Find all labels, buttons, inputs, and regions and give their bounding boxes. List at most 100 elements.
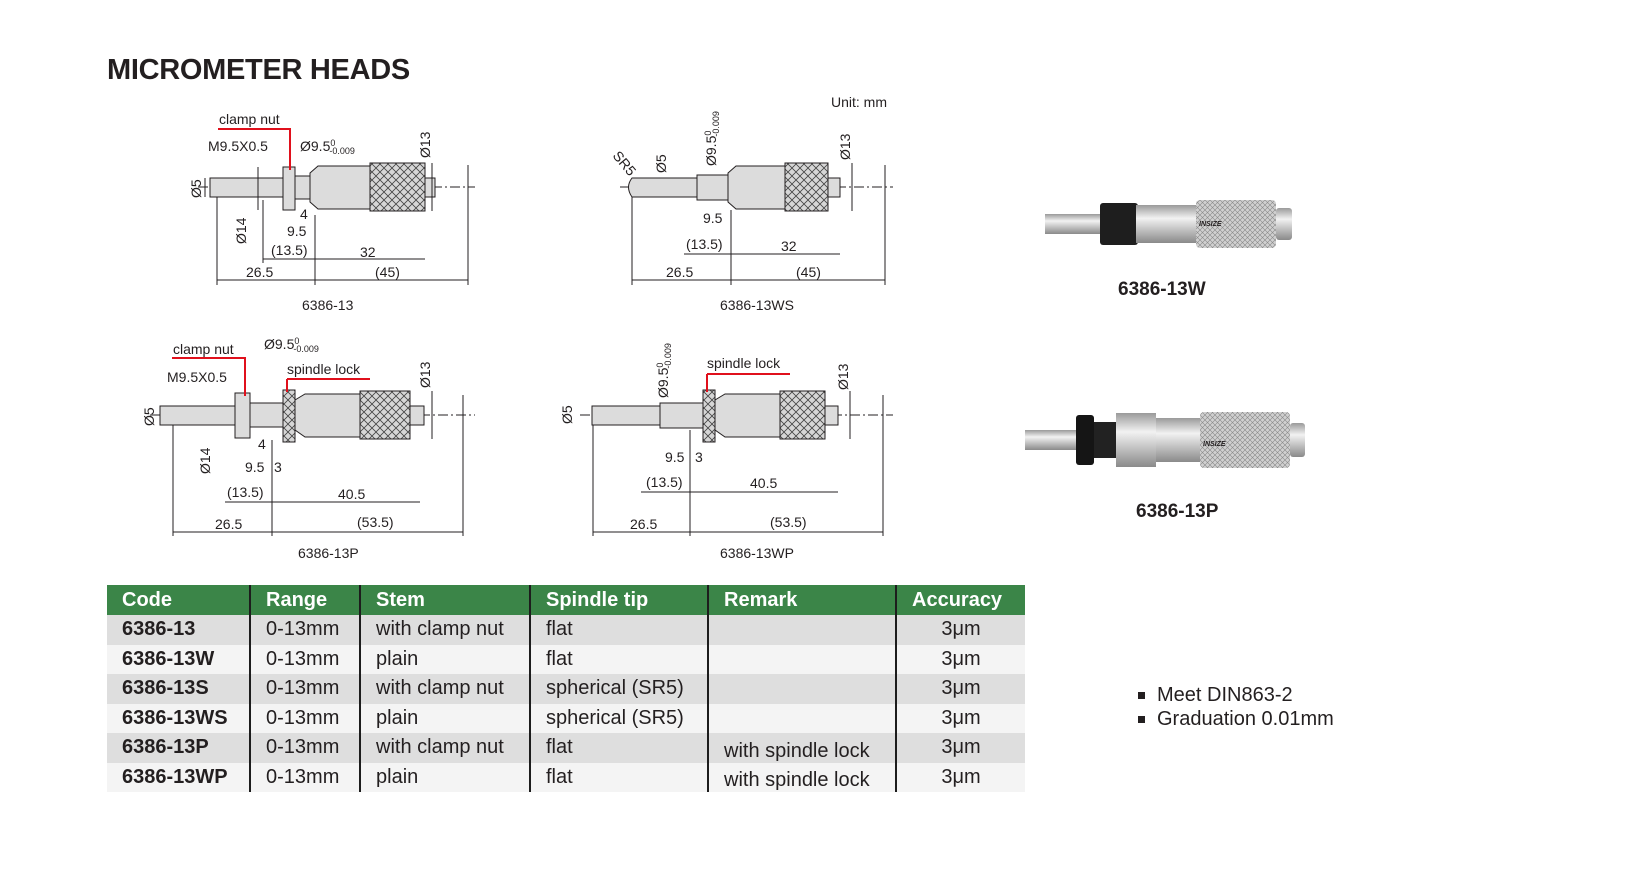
cell-spindle-tip: flat — [529, 762, 708, 792]
cell-spindle-tip: flat — [529, 615, 708, 645]
dim-9-5: 9.5 — [703, 210, 723, 226]
dim-45: (45) — [375, 264, 400, 280]
specs-table: Code Range Stem Spindle tip Remark Accur… — [107, 585, 1025, 792]
cell-remark — [707, 703, 896, 733]
callout-clamp-nut: clamp nut — [219, 111, 280, 127]
dim-26-5: 26.5 — [630, 516, 657, 532]
photo-caption: 6386-13W — [1118, 279, 1206, 300]
callout-spindle-lock: spindle lock — [287, 361, 361, 377]
cell-accuracy: 3μm — [895, 674, 1025, 704]
dim-13-5: (13.5) — [227, 484, 264, 500]
cell-spindle-tip: spherical (SR5) — [529, 703, 708, 733]
dim-3: 3 — [274, 459, 282, 475]
brand-logo: INSIZE — [1203, 441, 1226, 448]
table-header: Code Range Stem Spindle tip Remark Accur… — [107, 585, 1025, 615]
dim-53-5: (53.5) — [357, 514, 394, 530]
dim-40-5: 40.5 — [750, 475, 777, 491]
dim-d13: Ø13 — [835, 363, 851, 390]
unit-label: Unit: mm — [831, 94, 887, 110]
dim-9-5: 9.5 — [245, 459, 265, 475]
dim-26-5: 26.5 — [215, 516, 242, 532]
dim-4: 4 — [258, 436, 266, 452]
callout-spindle-lock: spindle lock — [707, 355, 781, 371]
drawing-caption: 6386-13 — [302, 297, 354, 313]
dim-d14: Ø14 — [233, 217, 249, 244]
cell-spindle-tip: flat — [529, 644, 708, 674]
dim-3: 3 — [695, 449, 703, 465]
col-accuracy: Accuracy — [895, 585, 1025, 615]
cell-spindle-tip: flat — [529, 733, 708, 763]
dim-9-5: 9.5 — [665, 449, 685, 465]
cell-stem: plain — [359, 644, 530, 674]
cell-remark: with spindle lock — [707, 733, 896, 763]
feature-text: Graduation 0.01mm — [1157, 708, 1334, 730]
dim-d13: Ø13 — [417, 131, 433, 158]
cell-code: 6386-13W — [107, 644, 250, 674]
col-remark: Remark — [707, 585, 896, 615]
dim-13-5: (13.5) — [646, 474, 683, 490]
cell-stem: plain — [359, 703, 530, 733]
feature-text: Meet DIN863-2 — [1157, 684, 1293, 706]
dim-9-5: 9.5 — [287, 223, 307, 239]
drawing-6386-13P: clamp nut M9.5X0.5 Ø9.50-0.009 spindle l… — [141, 336, 475, 561]
stem-diameter: Ø9.50-0.009 — [264, 336, 319, 354]
dim-d14: Ø14 — [197, 447, 213, 474]
cell-range: 0-13mm — [249, 644, 360, 674]
dim-13-5: (13.5) — [271, 242, 308, 258]
cell-stem: with clamp nut — [359, 674, 530, 704]
drawing-caption: 6386-13WP — [720, 545, 794, 561]
dim-40-5: 40.5 — [338, 486, 365, 502]
dim-45: (45) — [796, 264, 821, 280]
cell-accuracy: 3μm — [895, 615, 1025, 645]
cell-range: 0-13mm — [249, 674, 360, 704]
col-spindle-tip: Spindle tip — [529, 585, 708, 615]
cell-remark — [707, 615, 896, 645]
dim-sr5: SR5 — [610, 148, 640, 179]
drawing-6386-13: clamp nut M9.5X0.5 Ø9.50-0.009 Ø13 Ø5 Ø1… — [188, 111, 475, 313]
dim-13-5: (13.5) — [686, 236, 723, 252]
cell-stem: with clamp nut — [359, 733, 530, 763]
cell-code: 6386-13WP — [107, 762, 250, 792]
brand-logo: INSIZE — [1199, 221, 1222, 228]
cell-code: 6386-13 — [107, 615, 250, 645]
stem-diameter: Ø9.50-0.009 — [655, 343, 673, 398]
bullet-icon — [1138, 692, 1145, 700]
cell-spindle-tip: spherical (SR5) — [529, 674, 708, 704]
cell-range: 0-13mm — [249, 703, 360, 733]
drawing-caption: 6386-13P — [298, 545, 359, 561]
drawing-6386-13WS: SR5 Ø5 Ø9.50-0.009 Ø13 9.5 (13.5) 32 26.… — [610, 111, 893, 313]
dim-d5: Ø5 — [141, 407, 157, 426]
cell-stem: with clamp nut — [359, 615, 530, 645]
col-range: Range — [249, 585, 360, 615]
cell-accuracy: 3μm — [895, 703, 1025, 733]
page-title: MICROMETER HEADS — [107, 54, 410, 86]
cell-remark — [707, 674, 896, 704]
cell-code: 6386-13WS — [107, 703, 250, 733]
dim-d13: Ø13 — [837, 133, 853, 160]
callout-clamp-nut: clamp nut — [173, 341, 234, 357]
dim-26-5: 26.5 — [666, 264, 693, 280]
dim-53-5: (53.5) — [770, 514, 807, 530]
cell-range: 0-13mm — [249, 733, 360, 763]
feature-list: Meet DIN863-2 Graduation 0.01mm — [1138, 683, 1334, 731]
photo-caption: 6386-13P — [1136, 501, 1219, 522]
product-photo-6386-13W: INSIZE — [1045, 200, 1292, 248]
dim-4: 4 — [300, 206, 308, 222]
dim-26-5: 26.5 — [246, 264, 273, 280]
cell-range: 0-13mm — [249, 762, 360, 792]
cell-range: 0-13mm — [249, 615, 360, 645]
cell-remark — [707, 644, 896, 674]
dim-d5: Ø5 — [188, 179, 204, 198]
dim-32: 32 — [781, 238, 797, 254]
drawing-6386-13WP: spindle lock Ø5 Ø9.50-0.009 Ø13 9.5 3 (1… — [559, 343, 893, 561]
drawing-caption: 6386-13WS — [720, 297, 794, 313]
cell-accuracy: 3μm — [895, 644, 1025, 674]
feature-item: Graduation 0.01mm — [1138, 707, 1334, 731]
bullet-icon — [1138, 716, 1145, 724]
